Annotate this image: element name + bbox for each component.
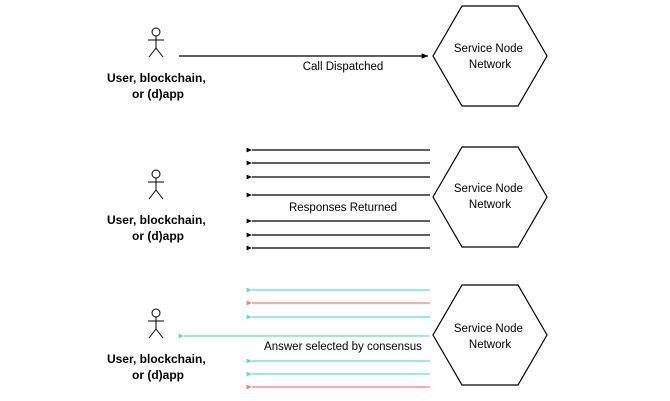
- edge-label-responses-returned: Responses Returned: [289, 202, 397, 214]
- actor-stick-figure-icon: [148, 308, 164, 339]
- response-arrows: [246, 147, 430, 251]
- service-node-hexagon: [432, 284, 548, 386]
- node-label-line-1: Service Node: [454, 183, 523, 195]
- edge-label-call-dispatched: Call Dispatched: [303, 61, 384, 73]
- actor-label: User, blockchain, or (d)app: [107, 71, 209, 101]
- row-call-dispatched: User, blockchain, or (d)app Call Dispatc…: [107, 5, 548, 107]
- edge-label-background: [256, 338, 430, 354]
- actor-label-line-1: User, blockchain,: [107, 352, 206, 366]
- node-label-line-2: Network: [469, 59, 511, 71]
- actor-label-line-2: or (d)app: [132, 229, 184, 243]
- row-responses-returned: User, blockchain, or (d)app Responses Re…: [107, 146, 548, 251]
- node-label-line-1: Service Node: [454, 43, 523, 55]
- service-node-hexagon: [432, 146, 548, 248]
- actor-label-line-2: or (d)app: [132, 368, 184, 382]
- edge-label-background: [280, 198, 406, 214]
- edge-label-answer-selected: Answer selected by consensus: [264, 341, 422, 353]
- row-answer-selected: User, blockchain, or (d)app Answer selec…: [107, 284, 548, 390]
- node-label: Service Node Network: [454, 323, 526, 351]
- actor-label-line-1: User, blockchain,: [107, 213, 206, 227]
- response-arrows: [246, 287, 430, 390]
- node-label-line-2: Network: [469, 339, 511, 351]
- actor-label-line-2: or (d)app: [132, 87, 184, 101]
- service-node-hexagon: [432, 5, 548, 107]
- actor-stick-figure-icon: [148, 27, 164, 58]
- node-label-line-1: Service Node: [454, 323, 523, 335]
- node-label: Service Node Network: [454, 43, 526, 71]
- actor-label-line-1: User, blockchain,: [107, 71, 206, 85]
- node-label: Service Node Network: [454, 183, 526, 211]
- actor-stick-figure-icon: [148, 169, 164, 200]
- actor-label: User, blockchain, or (d)app: [107, 352, 209, 382]
- node-label-line-2: Network: [469, 199, 511, 211]
- actor-label: User, blockchain, or (d)app: [107, 213, 209, 243]
